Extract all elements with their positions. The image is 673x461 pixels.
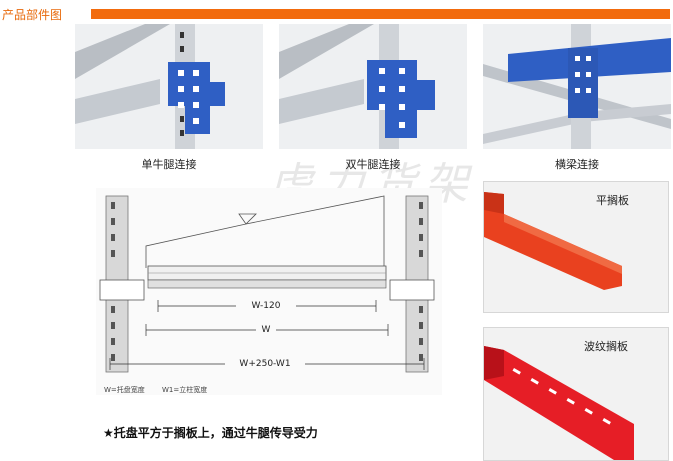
corrugated-shelf-panel: 波纹搁板 — [483, 327, 669, 461]
dimension-label-inner: W-120 — [236, 301, 296, 311]
bottom-note: ★托盘平方于搁板上，通过牛腿传导受力 — [103, 426, 318, 440]
photo-caption: 双牛腿连接 — [345, 158, 401, 171]
panel-label: 平搁板 — [596, 194, 629, 207]
panel-label: 波纹搁板 — [584, 340, 628, 353]
dimension-label-outer: W+250-W1 — [225, 359, 305, 369]
dimension-label-width: W — [256, 325, 276, 335]
legend-pallet-width: W=托盘宽度 — [104, 386, 145, 394]
double-bracket-photo — [279, 24, 467, 149]
legend-upright-width: W1=立柱宽度 — [162, 386, 208, 394]
photo-caption: 单牛腿连接 — [141, 158, 197, 171]
photo-caption: 横梁连接 — [555, 158, 599, 171]
single-bracket-photo — [75, 24, 263, 149]
beam-connection-photo — [483, 24, 671, 149]
flat-shelf-panel: 平搁板 — [483, 181, 669, 313]
title-bar — [91, 9, 670, 19]
section-title: 产品部件图 — [2, 8, 63, 22]
